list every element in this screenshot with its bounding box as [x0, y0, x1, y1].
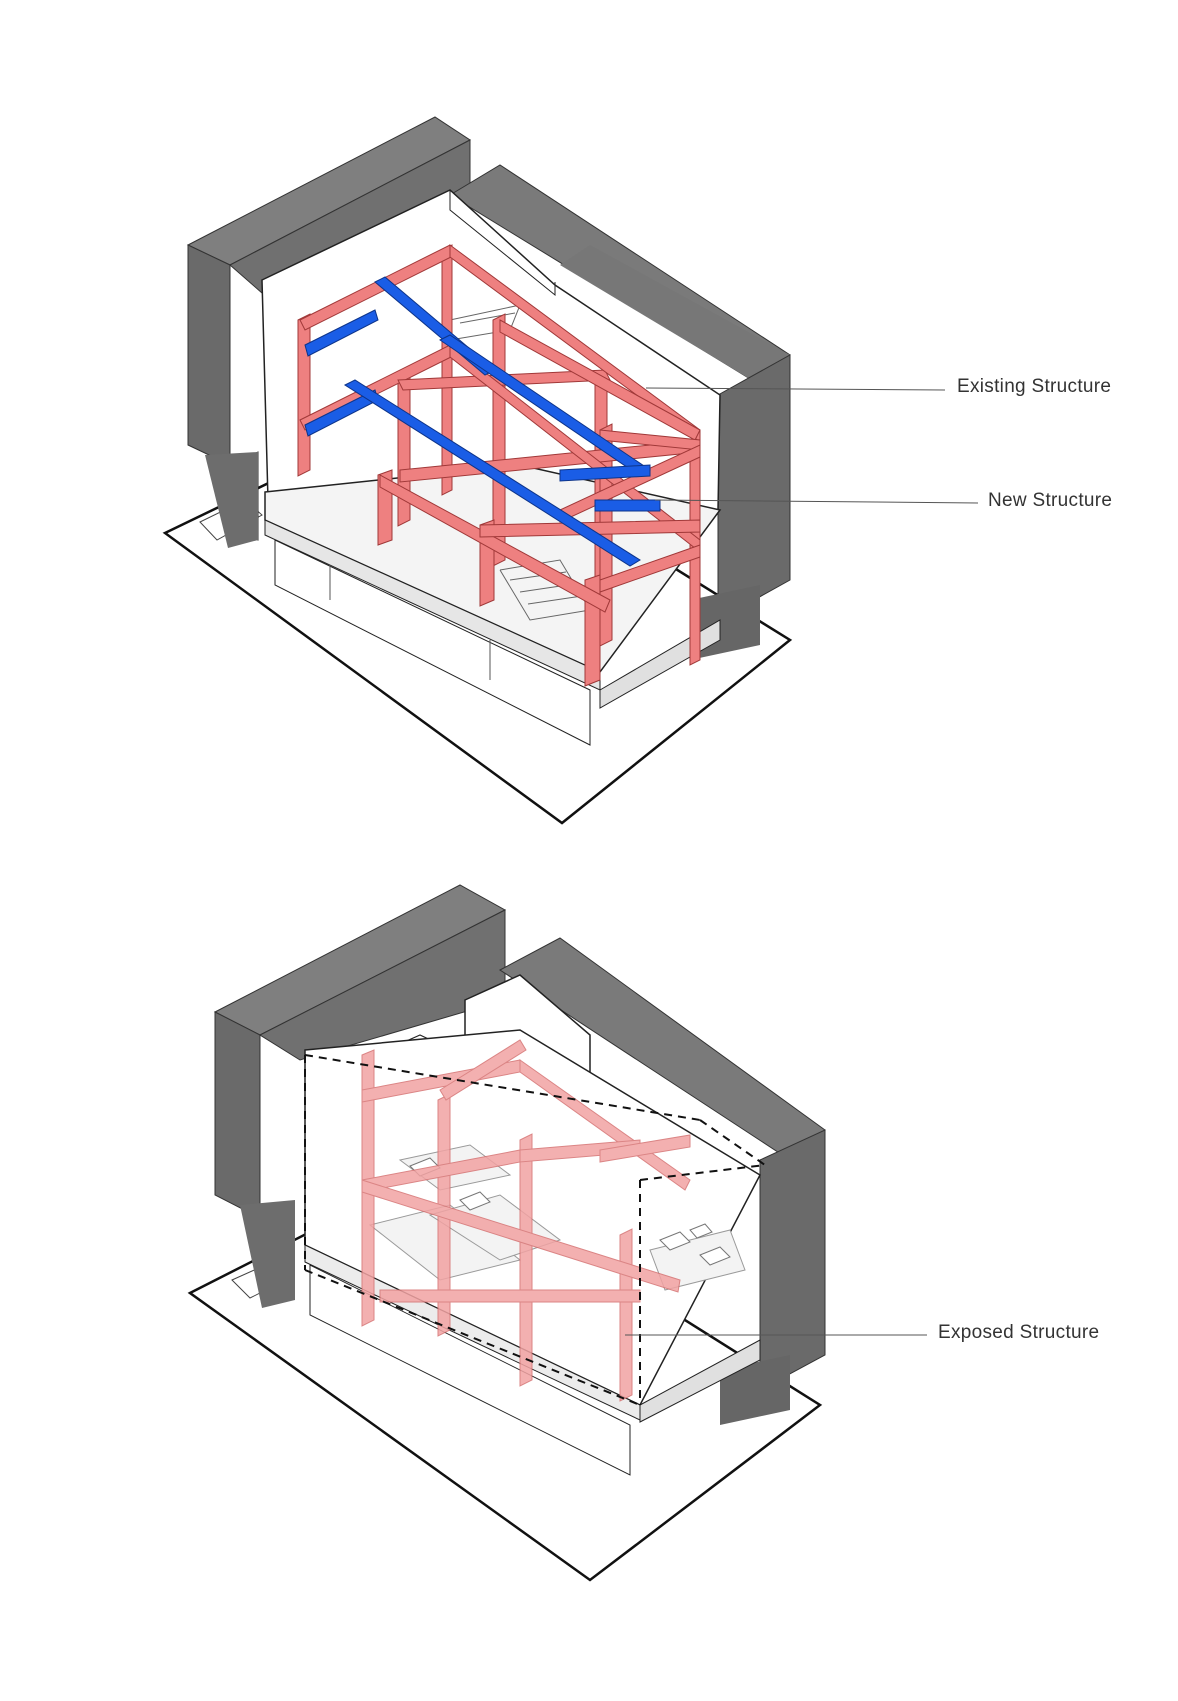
leader-line-new: [654, 499, 979, 504]
new-structure-frame-top: [304, 276, 661, 567]
leader-line-existing: [645, 387, 946, 391]
exposed-structure-frame-bottom: [361, 1039, 691, 1402]
glass-envelope-outline: [304, 1054, 766, 1406]
label-new-structure: New Structure: [988, 490, 1113, 511]
neighbor-building-right-bottom: [499, 937, 826, 1425]
label-exposed-structure: Exposed Structure: [938, 1322, 1100, 1343]
neighbor-building-left-top: [186, 116, 471, 548]
label-existing-structure: Existing Structure: [957, 376, 1112, 397]
top-axonometric: [162, 116, 979, 825]
bottom-axonometric: [187, 884, 927, 1582]
